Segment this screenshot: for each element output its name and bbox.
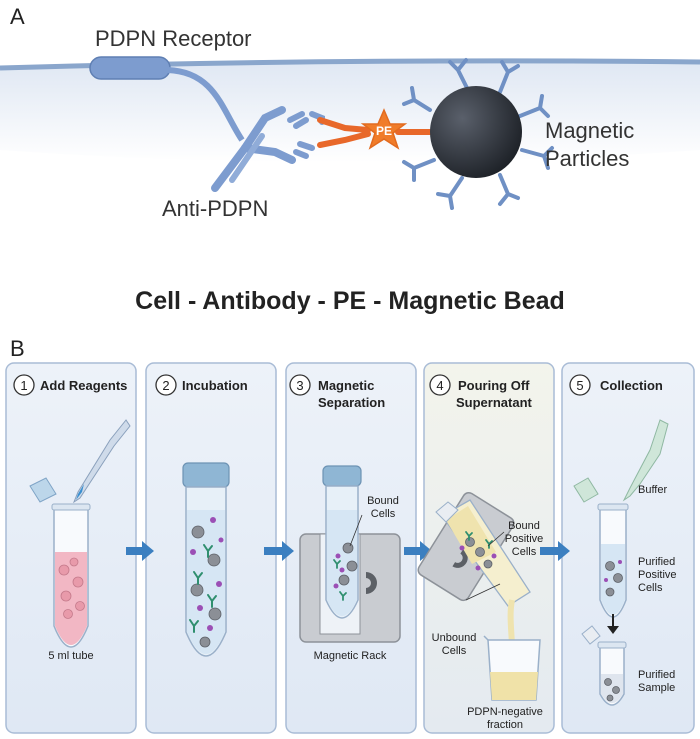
step-4-number: 4: [436, 378, 443, 393]
step-3-number: 3: [296, 378, 303, 393]
pe-label: PE: [376, 124, 392, 138]
step-3-title-line1: Magnetic: [318, 378, 374, 393]
step-3-label-rack: Magnetic Rack: [314, 650, 387, 662]
panel-a-letter: A: [10, 4, 25, 29]
step-5-label-sample: Sample: [638, 682, 675, 694]
step-3-title-line2: Separation: [318, 395, 385, 410]
step-5-header: 5 Collection: [569, 374, 663, 396]
pe-linker: [317, 117, 433, 148]
step-4-header: 4 Pouring Off Supernatant: [429, 374, 533, 410]
step-2-number: 2: [162, 378, 169, 393]
step-5-label-purified-2: Purified: [638, 669, 675, 681]
cell-surface-region: [0, 61, 700, 163]
step-5-label-positive: Positive: [638, 569, 677, 581]
flow-arrows: [126, 541, 570, 561]
pdpn-receptor: [89, 56, 171, 80]
anti-pdpn-antibody: [211, 106, 296, 192]
magnetic-bead: [402, 58, 554, 210]
step-3-label-bound: Bound: [367, 495, 399, 507]
step-3-label-cells: Cells: [371, 508, 396, 520]
step-4-title-line2: Supernatant: [456, 395, 533, 410]
step-5-label-purified: Purified: [638, 556, 675, 568]
arrow-4-5: [540, 541, 570, 561]
receptor-tail: [167, 67, 245, 142]
step-4-label-unbound-cells: Cells: [442, 645, 467, 657]
panel-b: B 1 Add Reagents 2 Incubation 3 Magnetic…: [5, 336, 695, 734]
step-5-title: Collection: [600, 378, 663, 393]
step-2-title: Incubation: [182, 378, 248, 393]
step-5-illustration: Buffer Purified Positive Cells Purified …: [573, 419, 677, 706]
panel-a-caption: Cell - Antibody - PE - Magnetic Bead: [135, 287, 565, 315]
particles-label-line2: Particles: [545, 146, 629, 171]
step-4-illustration: Bound Positive Cells Unbound Cells PDPN-…: [417, 491, 544, 731]
step-4-label-fraction: fraction: [487, 719, 523, 731]
step-5-label-cells: Cells: [638, 582, 663, 594]
particles-label-line1: Magnetic: [545, 118, 634, 143]
panel-b-letter: B: [10, 336, 25, 361]
antibody-label: Anti-PDPN: [162, 196, 268, 221]
step-4-label-unbound: Unbound: [432, 632, 477, 644]
step-3-header: 3 Magnetic Separation: [289, 374, 385, 410]
receptor-label: PDPN Receptor: [95, 26, 252, 51]
step-1-number: 1: [20, 378, 27, 393]
step-4-label-cells: Cells: [512, 546, 537, 558]
step-4-label-positive: Positive: [505, 533, 544, 545]
arrow-3-4: [404, 541, 432, 561]
arrow-2-3: [264, 541, 294, 561]
step-4-label-bound: Bound: [508, 520, 540, 532]
step-1-label-tube: 5 ml tube: [48, 650, 93, 662]
step-3-illustration: Bound Cells Magnetic Rack: [299, 465, 401, 662]
step-5-number: 5: [576, 378, 583, 393]
step-4-label-negative: PDPN-negative: [467, 706, 543, 718]
panel-a: A PDPN Receptor Anti-PDPN: [0, 4, 700, 315]
step-2-illustration: [182, 462, 230, 657]
step-5-label-buffer: Buffer: [638, 484, 667, 496]
pe-star: [360, 108, 408, 150]
arrow-1-2: [126, 541, 154, 561]
step-4-title-line1: Pouring Off: [458, 378, 530, 393]
step-1-header: 1 Add Reagents: [13, 374, 127, 396]
step-2-header: 2 Incubation: [155, 374, 248, 396]
step-1-illustration: 5 ml tube: [29, 419, 131, 662]
step-1-title: Add Reagents: [40, 378, 127, 393]
